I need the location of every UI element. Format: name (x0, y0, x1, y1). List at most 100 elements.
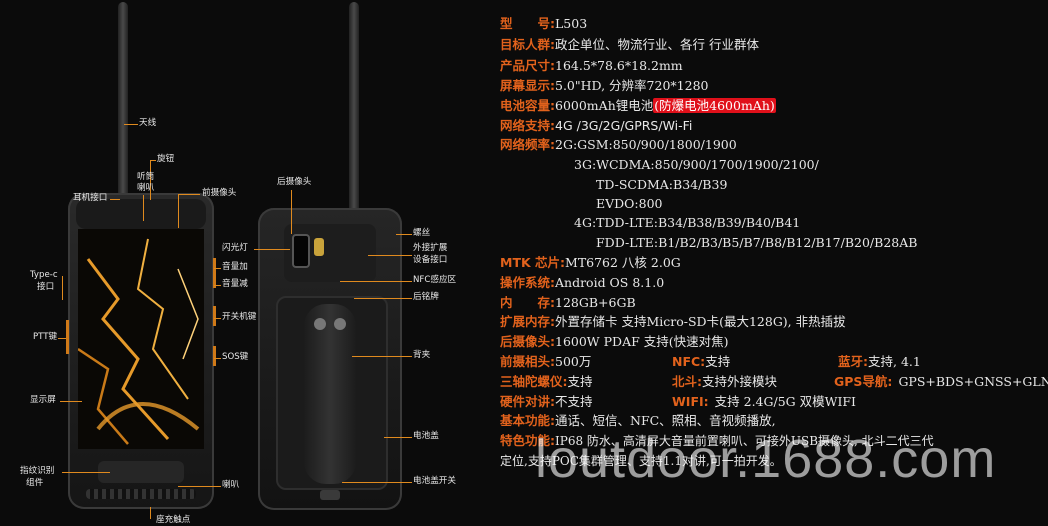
callout-rear-camera: 后摄像头 (277, 177, 312, 187)
battery-highlight-badge: (防爆电池4600mAh) (653, 98, 776, 113)
spec-bluetooth: 蓝牙:支持, 4.1 (838, 354, 921, 369)
callout-fingerprint-1: 指纹识别 (20, 466, 55, 476)
callout-battery-cover: 电池盖 (413, 431, 439, 441)
leader-earphone-jack (110, 199, 120, 200)
callout-earpiece-1: 听筒 (137, 172, 155, 182)
callout-knob: 旋钮 (157, 154, 175, 164)
callout-volume-down: 音量减 (222, 279, 248, 289)
spec-model: 型 号:L503 (500, 16, 588, 31)
spec-frequency-td: TD-SCDMA:B34/B39 (596, 177, 728, 192)
spec-beidou: 北斗:支持外接模块 (672, 374, 778, 389)
leader-ptt (58, 338, 66, 339)
spec-storage: 扩展内存:外置存储卡 支持Micro-SD卡(最大128G), 非热插拔 (500, 314, 846, 329)
leader-battery-cover (384, 437, 412, 438)
callout-power: 开关机键 (222, 312, 257, 322)
back-clip-graphic (304, 304, 356, 484)
phone-front-image (68, 193, 214, 509)
callout-charging-contact: 座充触点 (156, 515, 191, 525)
battery-switch-graphic (320, 490, 340, 500)
back-antenna-graphic (349, 2, 359, 216)
leader-front-camera-h (178, 194, 200, 195)
clip-screw-left (314, 318, 326, 330)
clip-screw-right (334, 318, 346, 330)
leader-nfc (340, 281, 412, 282)
spec-feature-2: 定位,支持POC集群管理、支持1.1对讲,可一拍开发。 (500, 454, 782, 468)
leader-charging (150, 507, 151, 519)
speaker-grill-graphic (86, 489, 196, 499)
callout-nameplate: 后铭牌 (413, 292, 439, 302)
leader-nameplate (354, 298, 412, 299)
watermark-text: loutdoor.1688.com (535, 429, 997, 489)
leader-power (214, 318, 221, 319)
spec-screen: 屏幕显示:5.0"HD, 分辨率720*1280 (500, 78, 709, 93)
callout-volume-up: 音量加 (222, 262, 248, 272)
front-display-graphic (78, 229, 204, 449)
lightning-wallpaper (78, 229, 204, 449)
spec-intercom: 硬件对讲:不支持 (500, 394, 593, 409)
leader-back-clip (352, 356, 412, 357)
callout-fingerprint-2: 组件 (26, 478, 44, 488)
phone-back-image (258, 208, 402, 510)
leader-speaker (178, 486, 221, 487)
spec-frequency-4g: 4G:TDD-LTE:B34/B38/B39/B40/B41 (574, 215, 801, 230)
leader-volume-up (214, 268, 221, 269)
leader-fingerprint (62, 472, 110, 473)
spec-basic: 基本功能:通话、短信、NFC、照相、音视频播放, (500, 413, 776, 428)
leader-flashlight (254, 249, 290, 250)
rear-camera-lens (292, 234, 310, 268)
leader-screw (396, 234, 412, 235)
callout-earphone-jack: 耳机接口 (73, 193, 108, 203)
leader-knob-h (150, 160, 156, 161)
spec-frequency-3g: 3G:WCDMA:850/900/1700/1900/2100/ (574, 157, 819, 172)
callout-ext-1: 外接扩展 (413, 243, 448, 253)
spec-size: 产品尺寸:164.5*78.6*18.2mm (500, 58, 683, 73)
spec-feature: 特色功能:IP68 防水、高清屏大音量前置喇叭、可接外USB摄像头, 北斗二代三… (500, 433, 934, 448)
callout-typec-2: 接口 (37, 282, 55, 292)
leader-ext (368, 255, 412, 256)
callout-front-camera: 前摄像头 (202, 188, 237, 198)
fingerprint-module-graphic (98, 461, 184, 483)
leader-rear-camera (291, 190, 292, 234)
leader-display (60, 401, 82, 402)
callout-antenna: 天线 (139, 118, 157, 128)
callout-screw: 螺丝 (413, 228, 431, 238)
sos-key-graphic (213, 346, 216, 366)
spec-frequency-evdo: EVDO:800 (596, 196, 663, 211)
front-antenna-graphic (118, 2, 128, 216)
callout-flashlight: 闪光灯 (222, 243, 248, 253)
spec-rear-camera: 后摄像头:1600W PDAF 支持(快速对焦) (500, 334, 729, 349)
leader-volume-down (214, 285, 221, 286)
spec-memory: 内 存:128GB+6GB (500, 295, 636, 310)
spec-wifi: WIFI:支持 2.4G/5G 双模WIFI (672, 394, 856, 409)
spec-nfc: NFC:支持 (672, 354, 731, 369)
spec-gyro: 三轴陀螺仪:支持 (500, 374, 593, 389)
callout-ptt: PTT键 (33, 332, 58, 342)
callout-sos: SOS键 (222, 352, 249, 362)
spec-os: 操作系统:Android OS 8.1.0 (500, 275, 665, 290)
spec-front-camera: 前摄相头:500万 (500, 354, 592, 369)
leader-antenna (124, 124, 138, 125)
leader-typec (62, 276, 63, 300)
spec-gps: GPS导航:GPS+BDS+GNSS+GLN (834, 374, 1048, 389)
spec-network: 网络支持:4G /3G/2G/GPRS/Wi-Fi (500, 118, 693, 133)
leader-earpiece (143, 195, 144, 221)
callout-nfc: NFC感应区 (413, 275, 457, 285)
spec-audience: 目标人群:政企单位、物流行业、各行 行业群体 (500, 37, 759, 52)
callout-ext-2: 设备接口 (413, 255, 448, 265)
spec-frequency-fdd: FDD-LTE:B1/B2/B3/B5/B7/B8/B12/B17/B20/B2… (596, 235, 918, 250)
spec-frequency: 网络频率:2G:GSM:850/900/1800/1900 (500, 137, 737, 152)
flashlight-graphic (314, 238, 324, 256)
volume-key-graphic (213, 258, 216, 288)
leader-front-camera-v (178, 194, 179, 228)
spec-chip: MTK 芯片:MT6762 八核 2.0G (500, 255, 681, 270)
front-top-bezel (76, 199, 206, 229)
callout-display: 显示屏 (30, 395, 56, 405)
leader-knob-v (150, 160, 151, 200)
spec-battery: 电池容量:6000mAh锂电池(防爆电池4600mAh) (500, 98, 776, 113)
ptt-key-graphic (66, 320, 69, 354)
power-key-graphic (213, 306, 216, 326)
callout-battery-switch: 电池盖开关 (413, 476, 456, 486)
callout-back-clip: 背夹 (413, 350, 431, 360)
callout-typec-1: Type-c (30, 270, 58, 280)
